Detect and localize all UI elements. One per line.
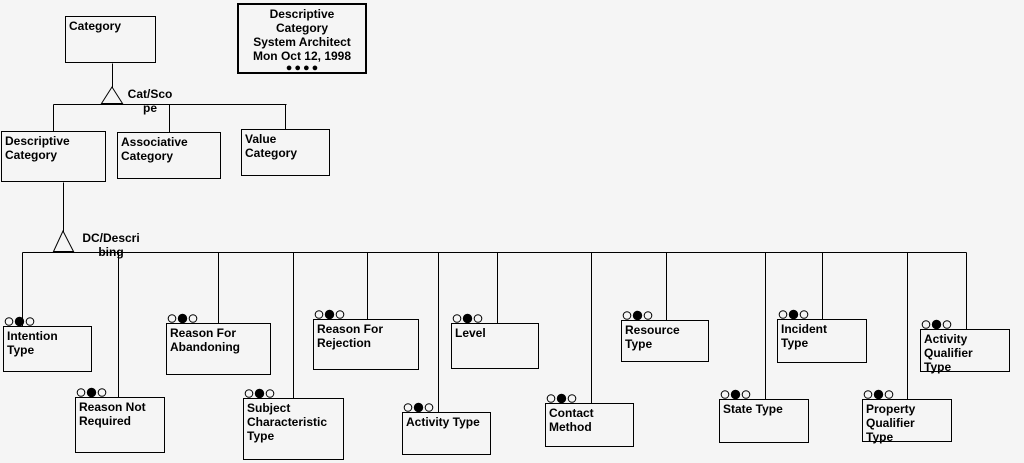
connector-label-dc-describing: DC/Descri bing	[82, 231, 140, 259]
category-triangle-icon	[100, 86, 124, 104]
membership-dots-icon	[546, 393, 577, 404]
node-intention-type[interactable]: Intention Type	[3, 326, 92, 372]
node-reason-not-required[interactable]: Reason Not Required	[75, 397, 165, 453]
node-activity-type[interactable]: Activity Type	[402, 412, 491, 455]
node-state-type[interactable]: State Type	[719, 399, 809, 443]
node-label: Activity Qualifier Type	[924, 332, 973, 374]
node-label: Reason For Abandoning	[170, 326, 240, 354]
node-label: Descriptive Category	[5, 134, 70, 162]
membership-dots-icon	[403, 402, 434, 413]
title-text: Descriptive Category System Architect Mo…	[252, 7, 352, 63]
membership-dots-icon	[921, 319, 952, 330]
node-resource-type[interactable]: Resource Type	[621, 320, 709, 362]
title-dots-icon: ●●●●	[285, 62, 321, 74]
node-label: Property Qualifier Type	[866, 402, 916, 444]
membership-dots-icon	[4, 316, 35, 327]
node-associative-category[interactable]: Associative Category	[117, 132, 221, 179]
membership-dots-icon	[622, 310, 653, 321]
node-property-qualifier-type[interactable]: Property Qualifier Type	[862, 399, 952, 444]
node-label: Resource Type	[625, 323, 680, 351]
connector-label-cat-scope: Cat/Sco pe	[127, 87, 173, 115]
membership-dots-icon	[76, 387, 107, 398]
membership-dots-icon	[244, 388, 275, 399]
node-descriptive-category[interactable]: Descriptive Category	[1, 131, 106, 182]
node-label: Level	[455, 326, 486, 340]
membership-dots-icon	[452, 313, 483, 324]
membership-dots-icon	[314, 309, 345, 320]
node-label: Reason For Rejection	[317, 322, 384, 350]
node-label: Category	[69, 19, 122, 33]
node-level[interactable]: Level	[451, 323, 539, 369]
node-label: Activity Type	[406, 415, 480, 429]
node-label: Subject Characteristic Type	[247, 401, 328, 443]
node-value-category[interactable]: Value Category	[241, 129, 330, 176]
node-reason-for-rejection[interactable]: Reason For Rejection	[313, 319, 419, 370]
node-reason-for-abandoning[interactable]: Reason For Abandoning	[166, 323, 271, 375]
node-label: Incident Type	[781, 322, 828, 350]
category-triangle-icon	[52, 229, 75, 252]
node-activity-qualifier-type[interactable]: Activity Qualifier Type	[920, 329, 1010, 374]
node-label: Value Category	[245, 132, 298, 160]
membership-dots-icon	[778, 309, 809, 320]
node-label: Contact Method	[549, 406, 594, 434]
diagram-title-block[interactable]: Descriptive Category System Architect Mo…	[237, 3, 367, 74]
membership-dots-icon	[167, 313, 198, 324]
node-contact-method[interactable]: Contact Method	[545, 403, 634, 447]
node-label: Reason Not Required	[79, 400, 146, 428]
membership-dots-icon	[720, 389, 751, 400]
node-label: State Type	[723, 402, 783, 416]
node-subject-characteristic-type[interactable]: Subject Characteristic Type	[243, 398, 344, 460]
node-category[interactable]: Category	[65, 16, 156, 63]
membership-dots-icon	[863, 389, 894, 400]
node-incident-type[interactable]: Incident Type	[777, 319, 867, 363]
node-label: Associative Category	[121, 135, 188, 163]
node-label: Intention Type	[7, 329, 58, 357]
